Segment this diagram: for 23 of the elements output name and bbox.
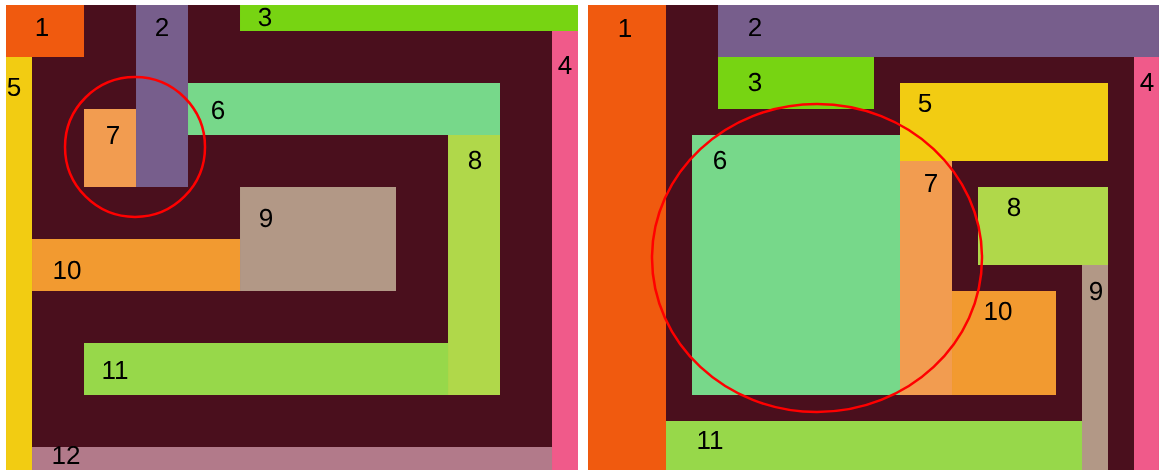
colored-region: 12 <box>32 445 552 470</box>
colored-region: 7 <box>84 109 136 187</box>
colored-region: 1 <box>6 5 84 57</box>
colored-region: 4 <box>552 31 578 470</box>
colored-region: 11 <box>84 343 448 395</box>
colored-region: 4 <box>1134 57 1159 470</box>
colored-region: 5 <box>6 57 32 470</box>
colored-region: 3 <box>240 5 578 31</box>
colored-region: 2 <box>136 5 188 187</box>
colored-region: 6 <box>188 83 500 135</box>
colored-region: 10 <box>32 239 240 291</box>
colored-region: 8 <box>978 187 1108 265</box>
colored-region: 6 <box>692 135 900 395</box>
colored-region: 9 <box>1082 265 1108 470</box>
colored-region: 7 <box>900 161 952 395</box>
colored-region: 2 <box>718 5 1159 57</box>
colored-region: 3 <box>718 57 874 109</box>
colored-region: 1 <box>588 5 666 470</box>
colored-region: 8 <box>448 135 500 395</box>
colored-region: 11 <box>666 421 1082 470</box>
colored-region: 10 <box>952 291 1056 395</box>
colored-region: 9 <box>240 187 396 291</box>
colored-region: 5 <box>900 83 1108 161</box>
